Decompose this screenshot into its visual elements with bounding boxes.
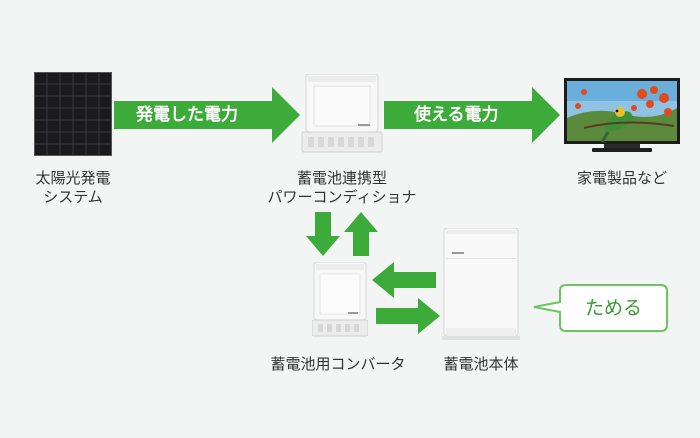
battery-label-text: 蓄電池本体: [443, 355, 519, 373]
battery-label: 蓄電池本体: [420, 355, 542, 374]
power-conditioner-label-line2: パワーコンディショナ: [267, 188, 417, 206]
store-callout-text: ためる: [584, 297, 642, 319]
power-conditioner-label-line1: 蓄電池連携型: [296, 169, 387, 187]
generated-power-arrow: 発電した電力: [114, 87, 300, 143]
right-arrow: [376, 298, 440, 334]
generated-power-label: 発電した電力: [136, 105, 238, 125]
appliance-label-text: 家電製品など: [576, 169, 667, 187]
usable-power-label: 使える電力: [414, 105, 499, 125]
usable-power-arrow: 使える電力: [384, 87, 560, 143]
up-arrow: [344, 212, 378, 256]
left-arrow: [372, 262, 436, 298]
power-conditioner-image: [300, 74, 384, 156]
solar-label-line1: 太陽光発電: [35, 169, 111, 187]
solar-label-line2: システム: [43, 188, 103, 206]
battery-unit-image: [442, 228, 520, 340]
store-callout-bubble: ためる: [530, 284, 668, 332]
appliance-label: 家電製品など: [556, 169, 688, 188]
solar-label: 太陽光発電 システム: [20, 169, 126, 207]
converter-label: 蓄電池用コンバータ: [258, 355, 418, 374]
television-image: [564, 78, 680, 156]
converter-label-text: 蓄電池用コンバータ: [270, 355, 406, 373]
solar-panel-image: [34, 72, 112, 156]
down-arrow: [306, 212, 340, 256]
power-conditioner-label: 蓄電池連携型 パワーコンディショナ: [262, 169, 422, 207]
converter-image: [312, 262, 368, 338]
